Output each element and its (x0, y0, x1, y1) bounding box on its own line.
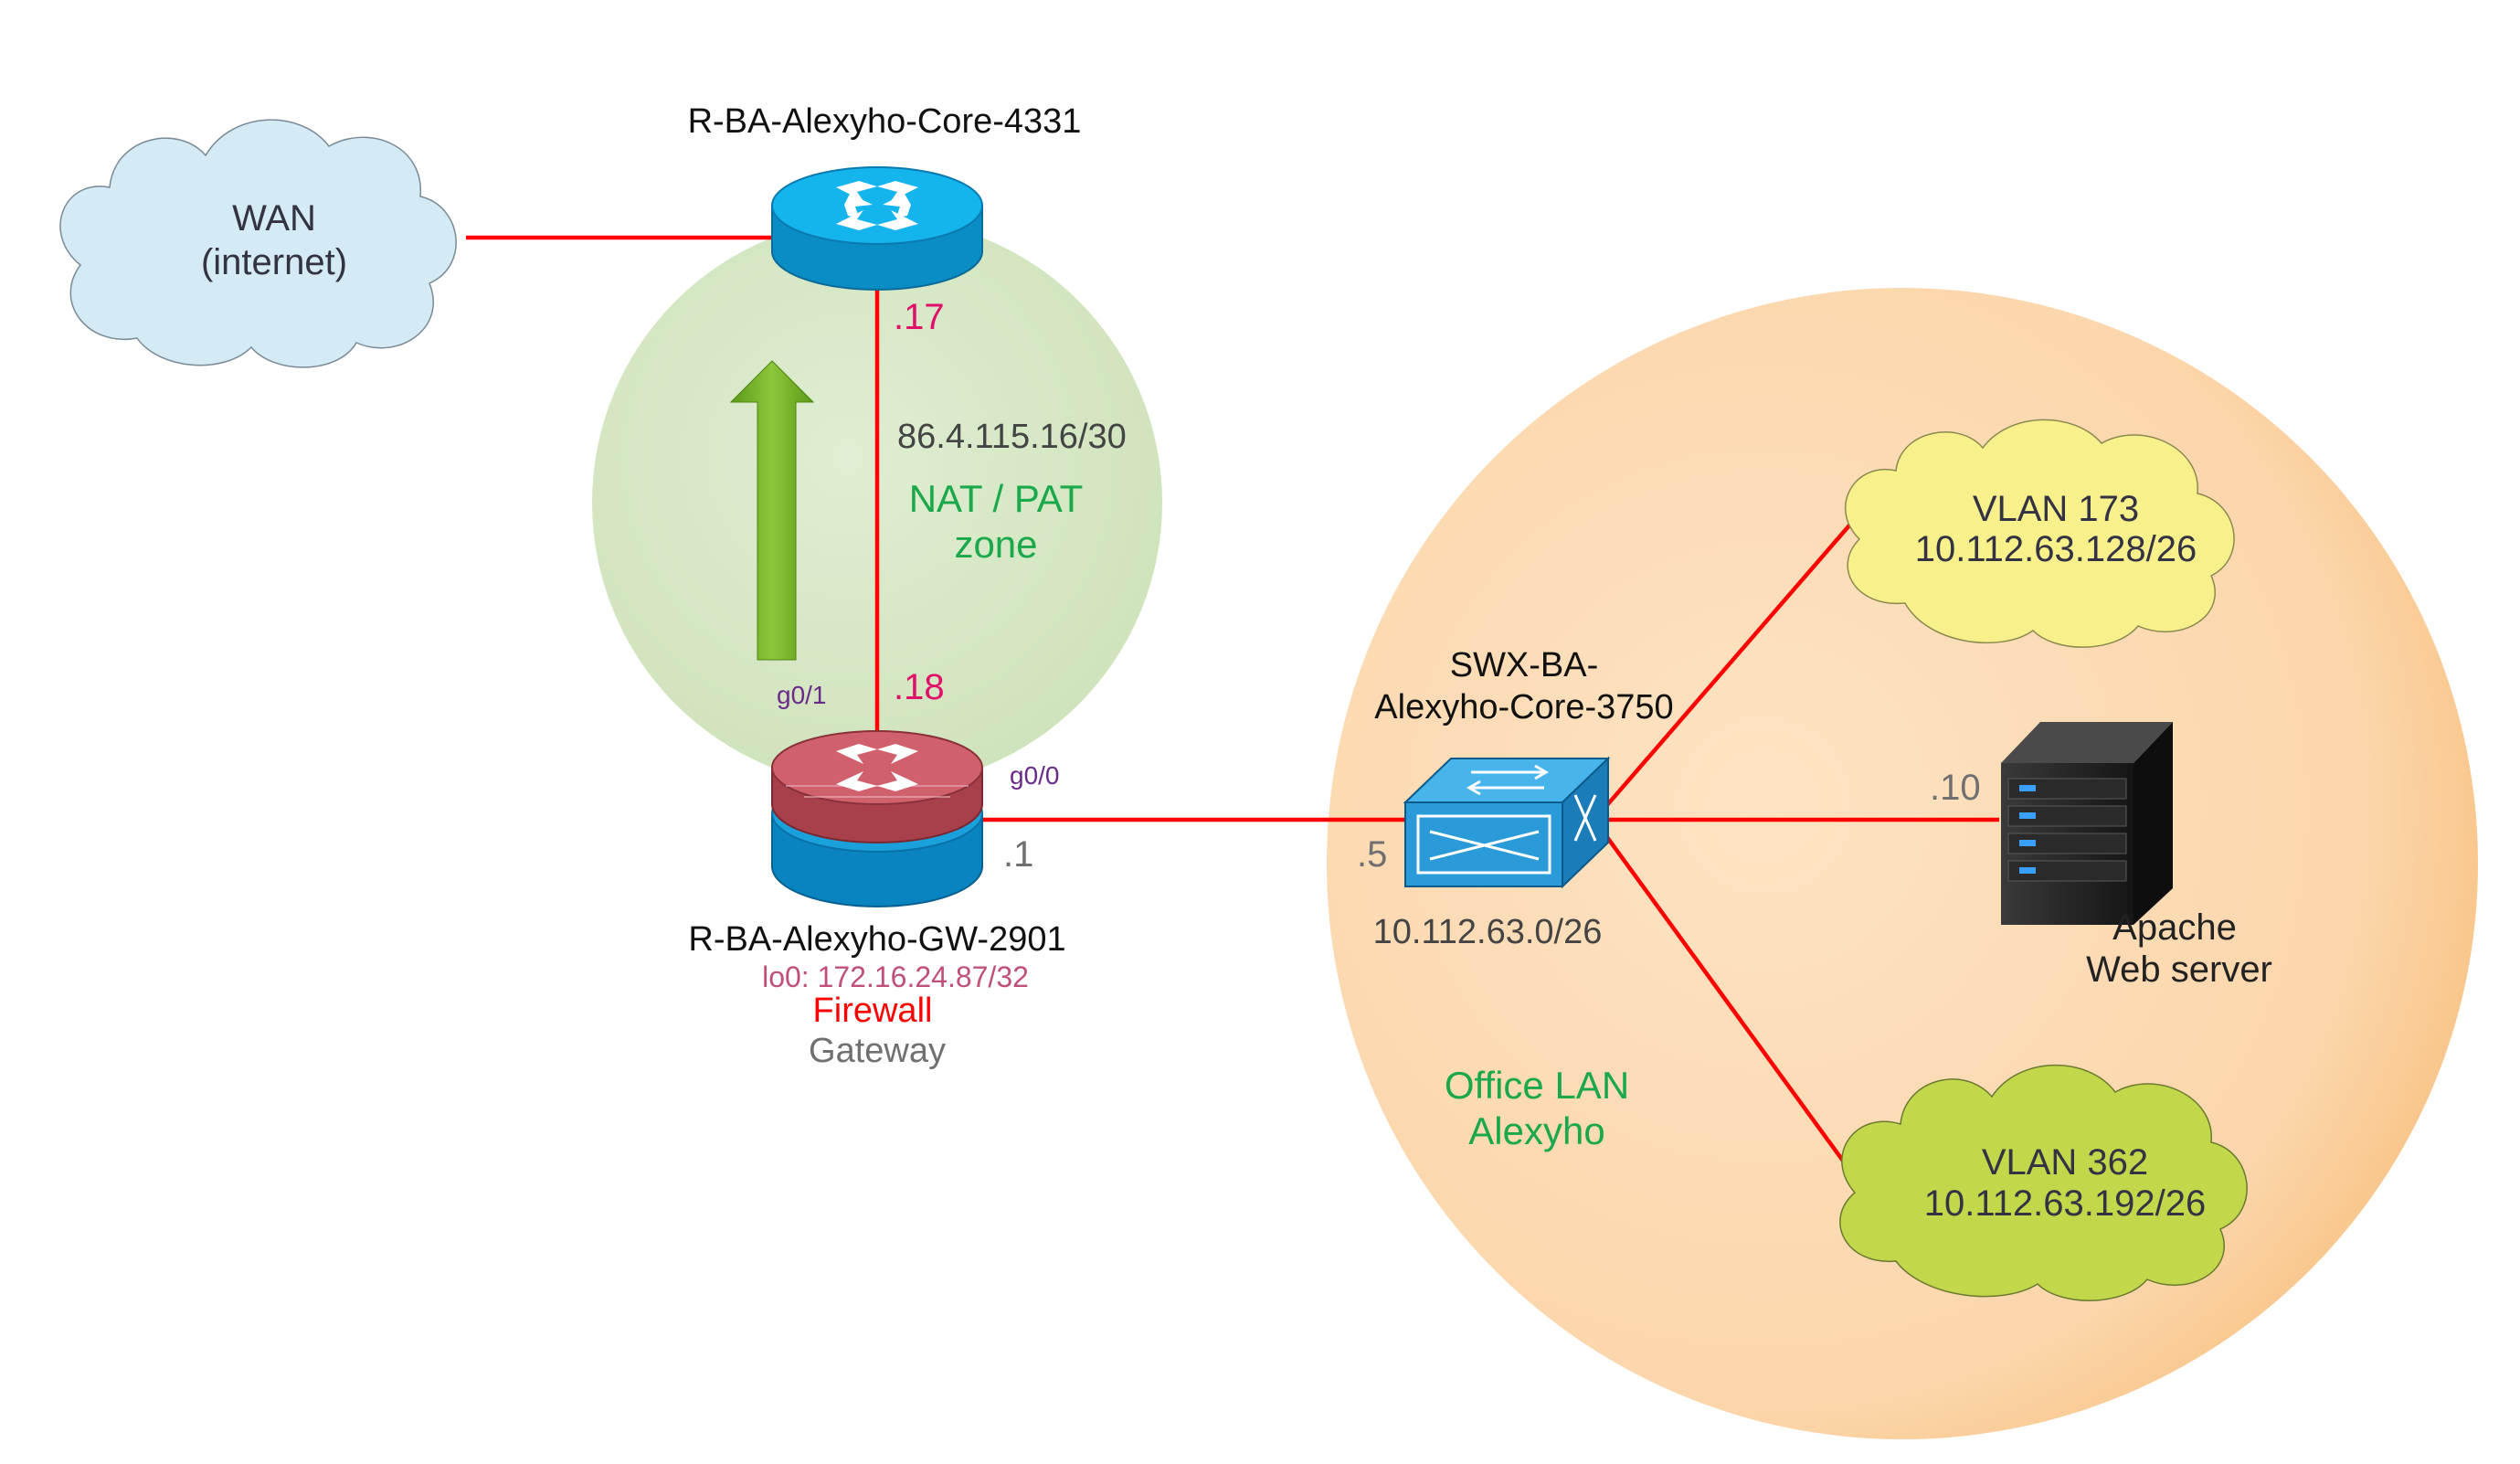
switch-subnet: 10.112.63.0/26 (1373, 913, 1603, 951)
gateway-loopback: lo0: 172.16.24.87/32 (762, 960, 1029, 993)
nat-zone-label-2: zone (954, 523, 1037, 566)
nat-zone-subnet: 86.4.115.16/30 (897, 418, 1127, 456)
vlan173-subnet: 10.112.63.128/26 (1915, 529, 2197, 569)
core-router[interactable]: R-BA-Alexyho-Core-4331 .17 (688, 102, 1082, 337)
link-switch-vlan362 (1593, 818, 1857, 1179)
wan-sublabel: (internet) (201, 242, 347, 282)
core-router-ip: .17 (894, 297, 945, 337)
switch-ip: .5 (1357, 834, 1387, 875)
cloud-icon (1844, 419, 2235, 648)
web-server[interactable]: .10 Apache Web server (1930, 722, 2272, 990)
gateway-role-firewall: Firewall (813, 992, 933, 1030)
nat-zone: 86.4.115.16/30 NAT / PAT zone .18 (729, 360, 1127, 707)
firewall-router-icon (771, 730, 983, 907)
gateway-role-gateway: Gateway (809, 1032, 946, 1070)
switch-icon (1403, 756, 1611, 889)
cloud-icon (1839, 1064, 2248, 1301)
gateway-router[interactable]: g0/1 g0/0 .1 R-BA-Alexyho-GW-2901 lo0: 1… (688, 681, 1065, 1070)
gateway-lan-ip: .1 (1003, 834, 1033, 875)
wan-label: WAN (232, 198, 316, 239)
lan-zone-label-2: Alexyho (1468, 1109, 1604, 1152)
wan-cloud[interactable]: WAN (internet) (59, 119, 457, 368)
link-switch-vlan173 (1593, 517, 1857, 822)
lan-zone: Office LAN Alexyho (1445, 1064, 1629, 1152)
server-ip: .10 (1930, 768, 1981, 808)
server-icon (2001, 722, 2173, 925)
vlan362-cloud[interactable]: VLAN 362 10.112.63.192/26 (1839, 1064, 2248, 1301)
lan-zone-label: Office LAN (1445, 1064, 1629, 1107)
switch-name: SWX-BA- (1450, 646, 1599, 684)
cloud-icon (59, 119, 457, 368)
router-icon (771, 166, 983, 291)
gateway-ip-nat: .18 (894, 667, 945, 707)
gateway-name: R-BA-Alexyho-GW-2901 (688, 920, 1065, 959)
core-router-name: R-BA-Alexyho-Core-4331 (688, 102, 1082, 141)
nat-zone-label: NAT / PAT (909, 477, 1084, 520)
vlan173-cloud[interactable]: VLAN 173 10.112.63.128/26 (1844, 419, 2235, 648)
vlan173-label: VLAN 173 (1973, 489, 2139, 529)
gateway-if-up: g0/1 (777, 681, 827, 709)
switch-name-2: Alexyho-Core-3750 (1374, 688, 1673, 727)
vlan362-subnet: 10.112.63.192/26 (1924, 1183, 2206, 1224)
server-name-2: Web server (2086, 949, 2272, 990)
up-arrow-icon (729, 360, 815, 661)
gateway-if-lan: g0/0 (1010, 761, 1060, 790)
links (466, 235, 1999, 1179)
vlan362-label: VLAN 362 (1982, 1142, 2148, 1183)
core-switch[interactable]: SWX-BA- Alexyho-Core-3750 .5 10.112.63.0… (1357, 646, 1674, 951)
server-name: Apache (2112, 907, 2237, 948)
